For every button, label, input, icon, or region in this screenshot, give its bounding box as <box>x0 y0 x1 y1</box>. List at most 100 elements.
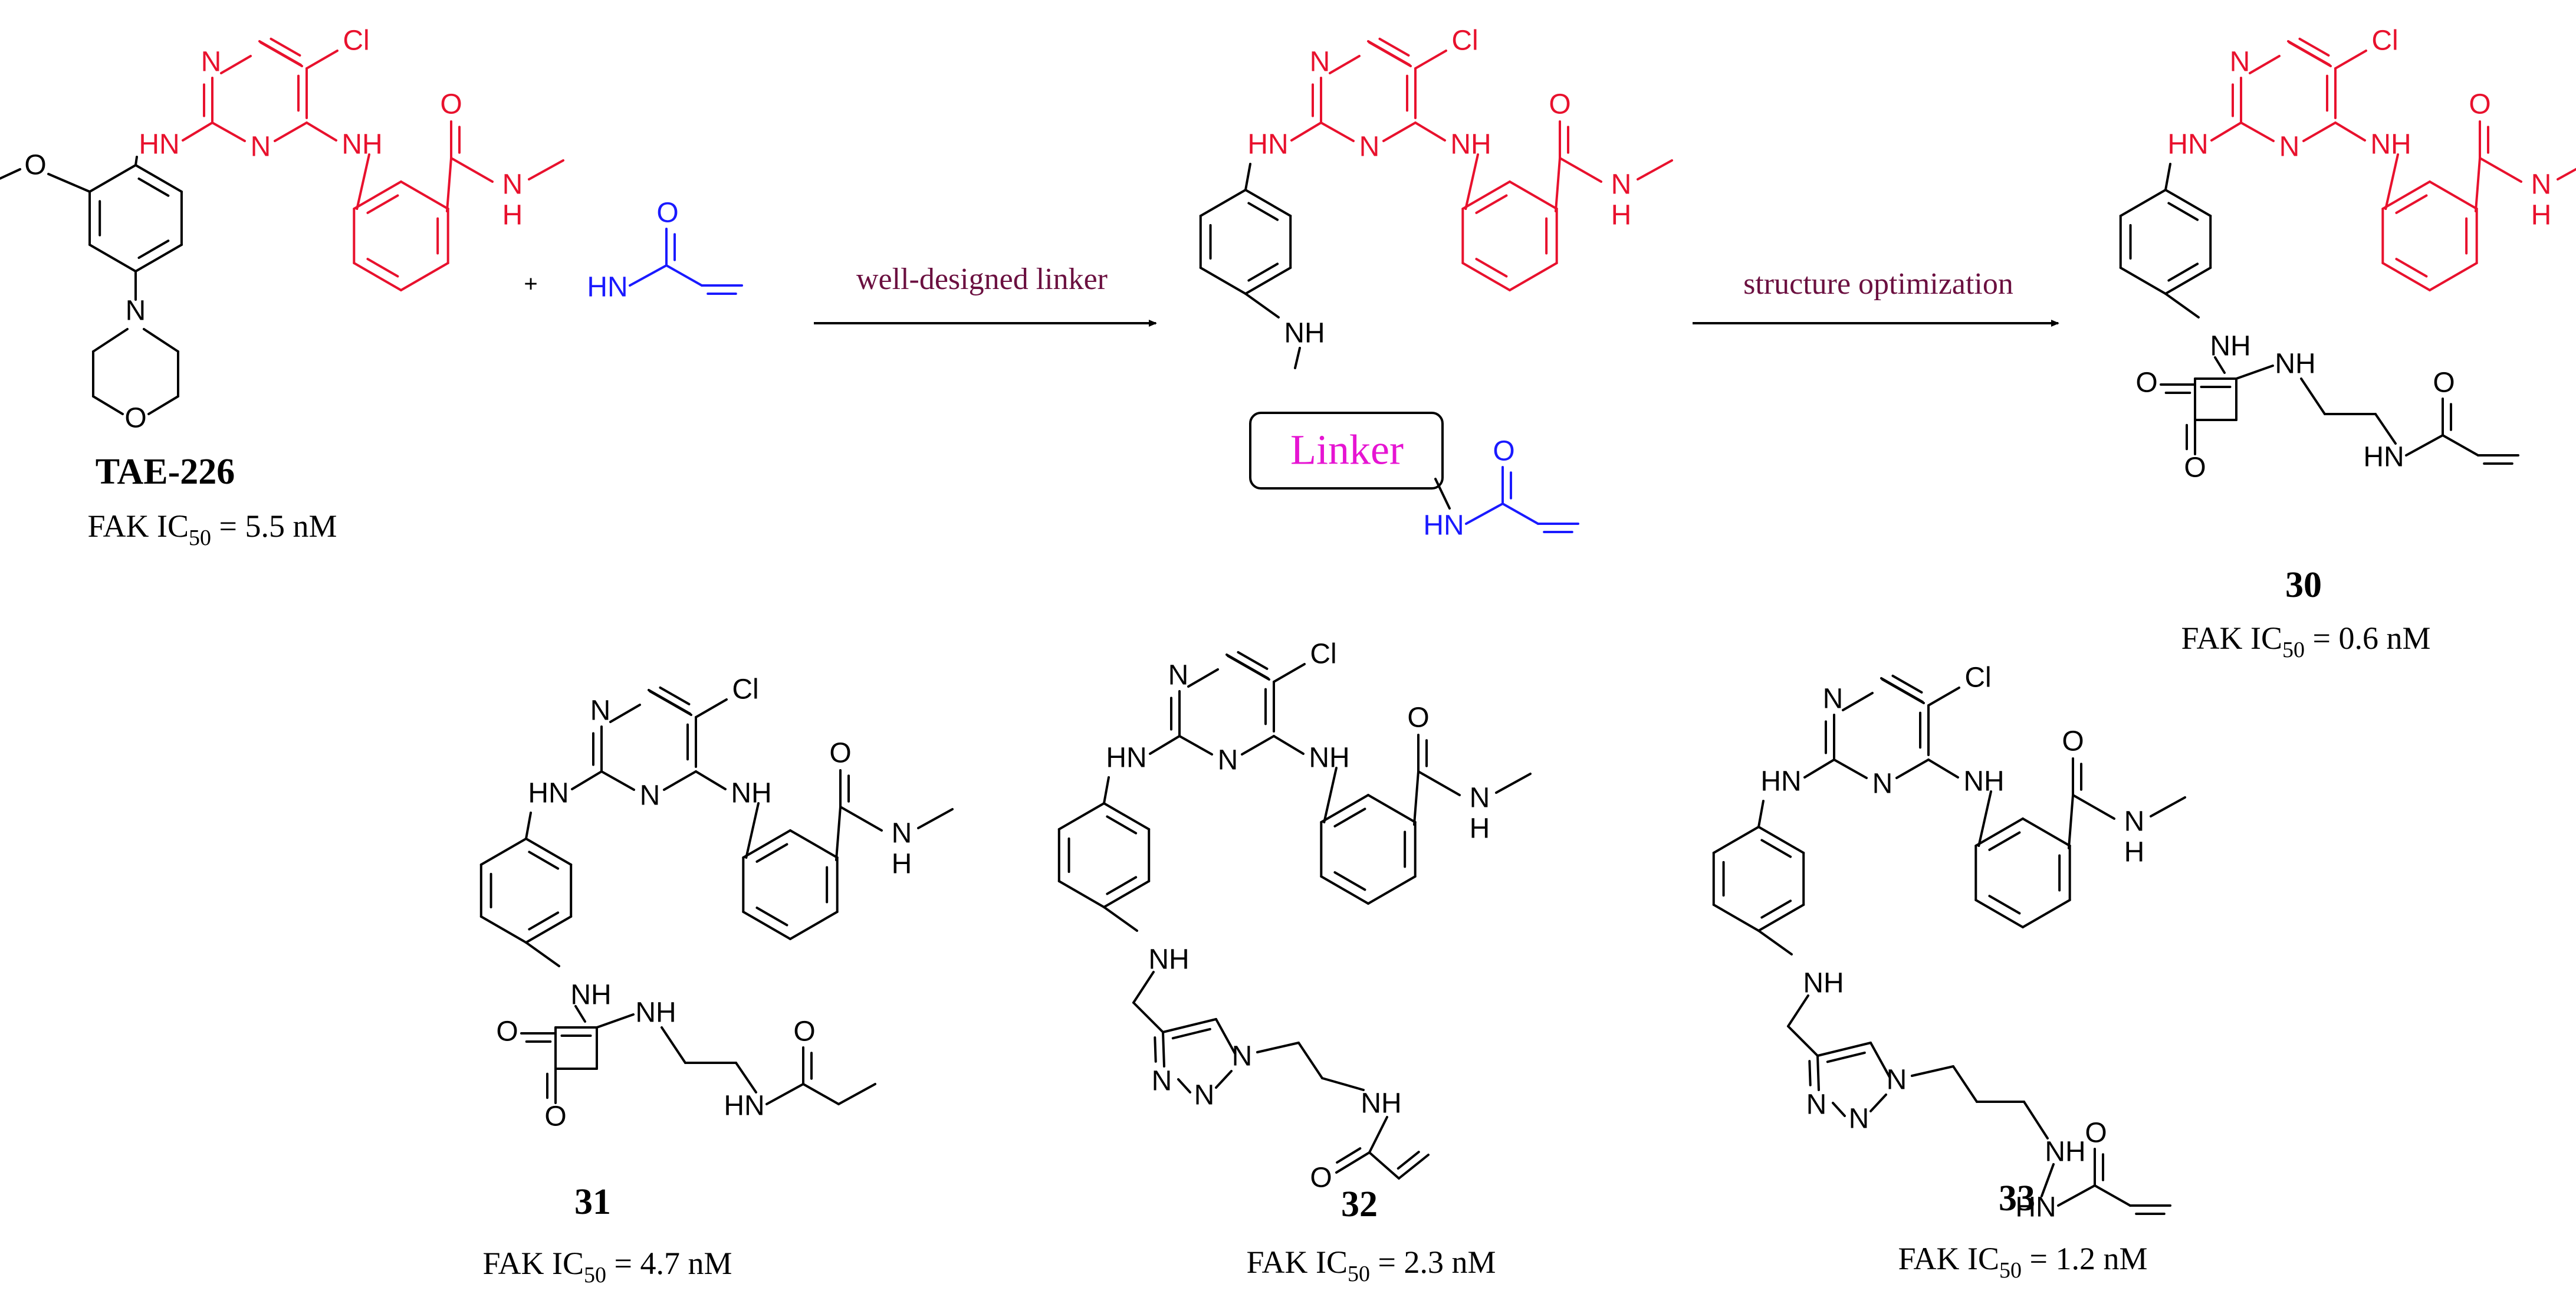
double-bond-inner <box>659 686 691 705</box>
atom-nh: NH <box>2045 1137 2085 1168</box>
bond <box>2164 163 2171 191</box>
activity-subscript: 50 <box>2282 638 2305 662</box>
bond <box>1501 503 1539 525</box>
bond <box>1368 1151 1400 1180</box>
activity-31: FAK IC50 = 4.7 nM <box>483 1246 732 1288</box>
bond <box>574 1005 586 1023</box>
bond <box>47 173 91 193</box>
bond <box>1417 770 1461 796</box>
atom-hn: HN <box>2167 129 2208 160</box>
bond <box>1977 790 1992 847</box>
atom-nh: NH <box>1361 1088 1401 1119</box>
arrow-step1-label: well-designed linker <box>856 262 1108 296</box>
atom-n: N <box>1849 1104 1869 1135</box>
ring-bond <box>2429 262 2478 291</box>
atom-n: N <box>1611 169 1632 201</box>
ring-bond <box>2164 267 2212 295</box>
bond <box>1290 121 1322 142</box>
atom-nh: NH <box>2210 331 2250 362</box>
bond <box>1273 735 1305 755</box>
ring-bond <box>649 690 692 716</box>
activity-value: = 1.2 nM <box>2022 1241 2147 1276</box>
atom-n: N <box>2230 47 2250 78</box>
aromatic-inner <box>2167 262 2199 282</box>
ring-bond <box>1187 668 1219 688</box>
atom-n: N <box>126 295 146 327</box>
bond <box>1787 1025 1819 1057</box>
atom-hn: HN <box>2363 442 2404 473</box>
atom-o: O <box>124 403 146 434</box>
ring-bond <box>1244 189 1292 217</box>
ring-bond <box>211 121 246 142</box>
ring-bond <box>2119 189 2167 217</box>
ring-bond <box>1833 758 1868 779</box>
bond <box>2475 157 2481 212</box>
ring-bond <box>1368 41 1412 67</box>
aromatic-inner <box>2395 258 2428 278</box>
bond <box>1559 157 1602 183</box>
ring-bond <box>1199 267 1247 295</box>
atom-hn: HN <box>2015 1192 2056 1223</box>
ring-bond <box>1816 1042 1872 1057</box>
atom-n: N <box>1218 745 1238 776</box>
ring-bond <box>1320 121 1355 142</box>
activity-prefix: FAK IC <box>2181 620 2283 656</box>
aromatic-inner <box>1333 871 1366 891</box>
bond <box>917 808 954 829</box>
bond <box>1244 163 1251 191</box>
bond <box>2164 293 2200 318</box>
ring-bond <box>1162 1018 1217 1033</box>
ring-bond <box>2381 262 2431 291</box>
atom-o: O <box>24 150 46 181</box>
ring-bond <box>1320 875 1369 905</box>
double-bond-inner <box>1336 1147 1362 1164</box>
atom-n: N <box>1806 1089 1827 1121</box>
ring-bond <box>1177 1078 1191 1093</box>
atom-nh: NH <box>1963 766 2004 797</box>
bond <box>2374 413 2397 445</box>
double-bond-inner <box>270 37 301 57</box>
ring-bond <box>1881 678 1925 704</box>
activity-32: FAK IC50 = 2.3 nM <box>1247 1244 1496 1286</box>
bond <box>1323 767 1338 823</box>
bond <box>2068 794 2074 849</box>
carbonyl-bond <box>1335 1151 1371 1174</box>
bond <box>1413 821 1417 826</box>
aromatic-inner <box>528 911 560 931</box>
ring-bond <box>1509 180 1558 210</box>
atom-hn: HN <box>1423 510 1464 541</box>
bond <box>1757 800 1765 828</box>
atom-n: N <box>251 132 271 163</box>
bond <box>661 1026 686 1064</box>
atom-n: N <box>1470 783 1490 814</box>
linker-box <box>1249 412 1444 490</box>
bond <box>2475 208 2478 212</box>
atom-n: N <box>1310 47 1330 78</box>
ring-bond <box>1757 826 1805 854</box>
ring-bond <box>92 328 129 353</box>
atom-hn: HN <box>139 129 179 160</box>
ring-bond <box>1712 826 1760 854</box>
ring-bond <box>353 262 402 291</box>
bond <box>596 1013 635 1029</box>
atom-nh: NH <box>570 980 611 1011</box>
ring-bond <box>147 395 179 415</box>
ring-bond <box>1241 735 1275 756</box>
arrow-step1: well-designed linker <box>814 262 1157 327</box>
activity-value: = 4.7 nM <box>606 1246 732 1281</box>
atom-o: O <box>544 1101 566 1132</box>
bond <box>1927 687 1960 707</box>
ring-bond <box>400 180 449 210</box>
atom-o: O <box>829 738 851 769</box>
bond <box>305 121 337 142</box>
bond <box>1911 1065 1954 1077</box>
bond <box>2023 1101 2049 1139</box>
bond <box>1368 1116 1388 1154</box>
bond <box>0 168 22 180</box>
ring-bond <box>1832 1102 1846 1117</box>
ring-bond <box>88 244 137 272</box>
